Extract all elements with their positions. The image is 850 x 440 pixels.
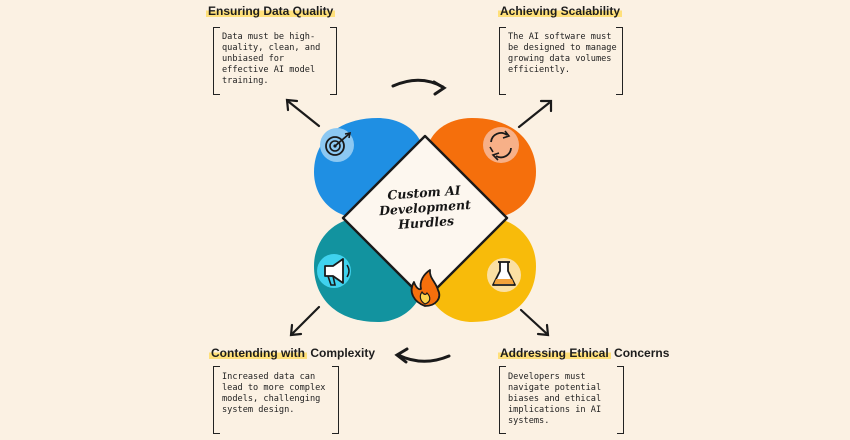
curved-arrow-bottom [394, 347, 451, 364]
bracket-left [213, 366, 220, 434]
heading-highlight: Addressing Ethical [498, 346, 611, 360]
bracket-right [617, 366, 624, 434]
heading-highlight: Achieving Scalability [498, 4, 623, 18]
heading-highlight: Ensuring Data Quality [206, 4, 336, 18]
bracket-left [499, 366, 506, 434]
bracket-right [616, 27, 623, 95]
heading-ethics: Addressing Ethical Concerns [498, 346, 669, 360]
recycle-arrows-icon [483, 127, 519, 163]
fire-icon [410, 269, 441, 307]
bracket-right [330, 27, 337, 95]
description-data-quality: Data must be high-quality, clean, and un… [222, 32, 321, 86]
target-icon [320, 128, 354, 162]
arrow-to-data-quality [285, 98, 321, 128]
bracket-left [213, 27, 220, 95]
arrow-to-complexity [289, 305, 321, 337]
heading-rest: Complexity [306, 346, 375, 360]
curved-arrow-top [391, 78, 447, 96]
heading-highlight: Contending with [209, 346, 307, 360]
center-title: Custom AI Development Hurdles [374, 182, 477, 234]
description-complexity: Increased data can lead to more complex … [222, 372, 326, 415]
description-scalability: The AI software must be designed to mana… [508, 32, 617, 75]
description-ethics: Developers must navigate potential biase… [508, 372, 602, 426]
arrow-to-scalability [517, 99, 553, 129]
heading-complexity: Contending with Complexity [209, 346, 375, 360]
megaphone-icon [317, 254, 351, 288]
bracket-left [499, 27, 506, 95]
bracket-right [332, 366, 339, 434]
heading-scalability: Achieving Scalability [498, 4, 623, 18]
flask-icon [487, 258, 521, 292]
arrow-to-ethics [519, 308, 550, 337]
heading-rest: Concerns [610, 346, 670, 360]
heading-data-quality: Ensuring Data Quality [206, 4, 336, 18]
